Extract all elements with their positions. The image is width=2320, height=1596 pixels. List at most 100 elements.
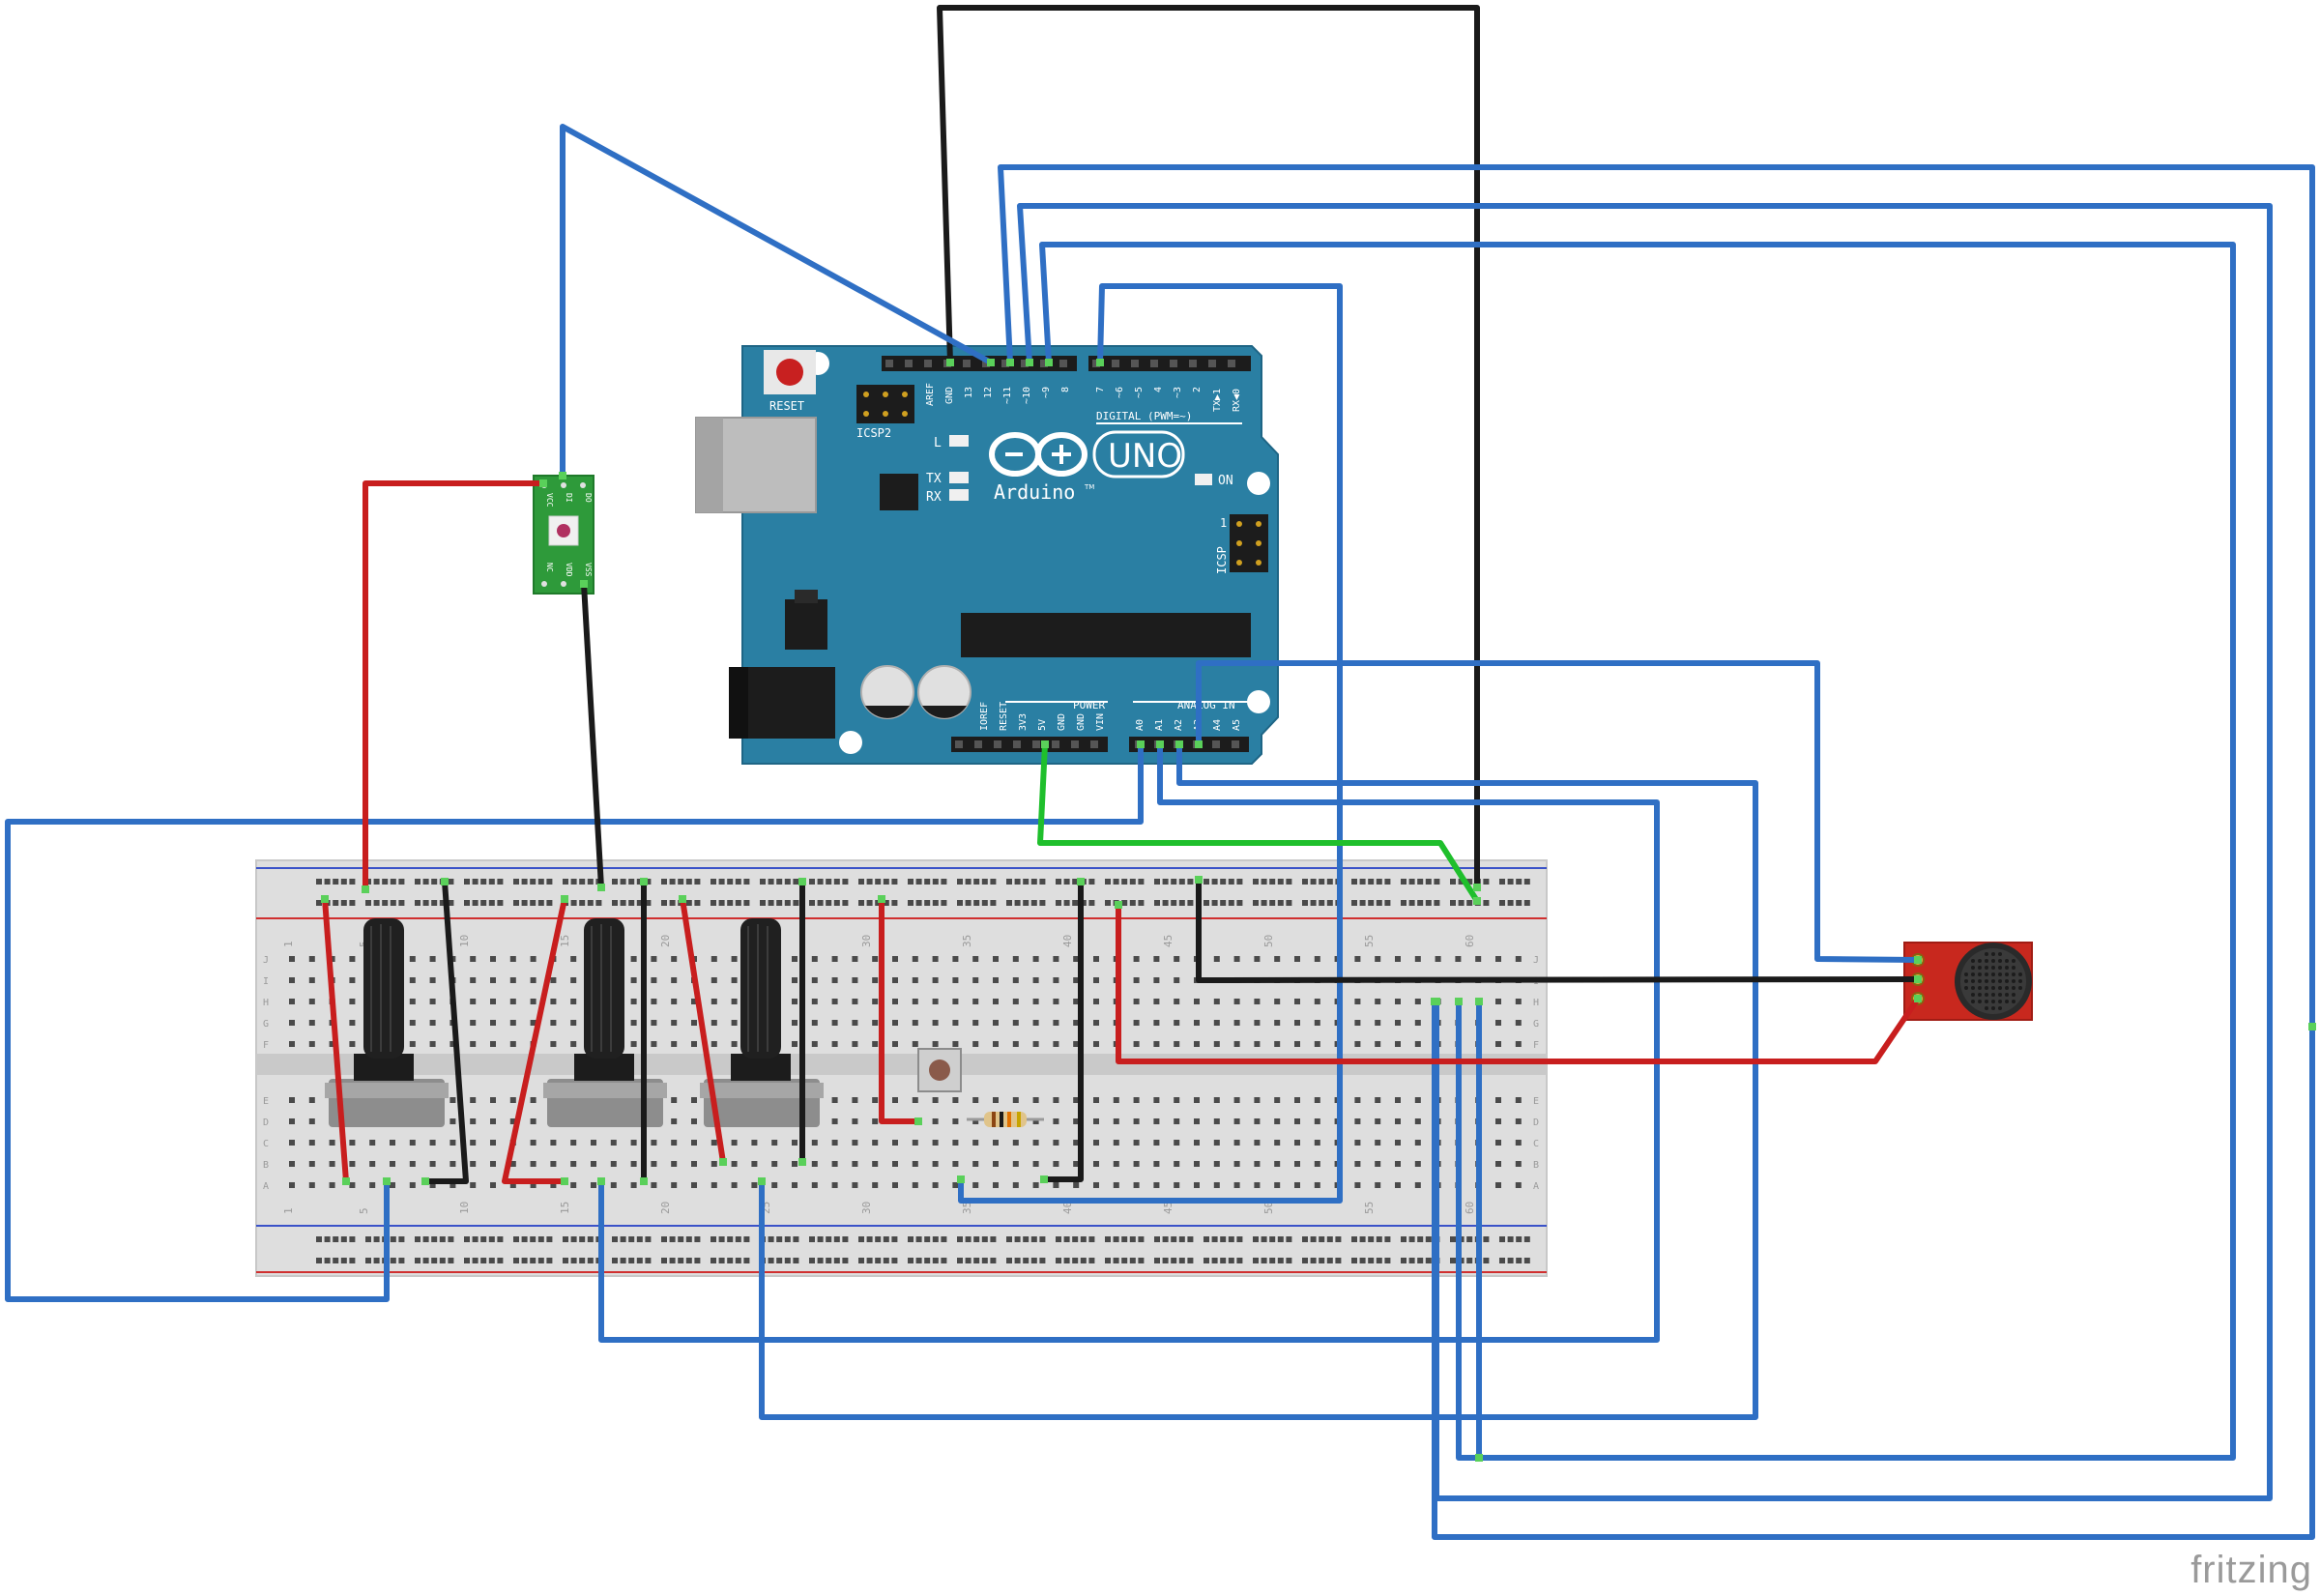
led-pin-label: DI (565, 493, 573, 503)
wire-a2[interactable] (1196, 660, 1921, 963)
column-number: 10 (458, 935, 471, 947)
logo-tm: TM (1084, 483, 1094, 491)
column-number: 50 (1262, 935, 1275, 947)
pin-label: A2 (1174, 719, 1184, 731)
microphone-module (1903, 942, 2033, 1021)
pin-label: 13 (964, 387, 974, 398)
arduino-uno: RESET ICSP2 L TX RX UNO Arduino TM (695, 345, 1279, 765)
led-pin-label: VDD (565, 563, 573, 577)
row-label: B (1533, 1160, 1539, 1171)
resistor (967, 1112, 1044, 1127)
column-number: 60 (1464, 1202, 1476, 1214)
pin-label: IOREF (979, 702, 990, 731)
pin-label: ~10 (1022, 387, 1032, 404)
column-number: 35 (961, 1202, 973, 1214)
wire-mic-vcc[interactable] (1116, 902, 1921, 1064)
pin-label: ~5 (1134, 387, 1145, 398)
column-number: 30 (860, 1202, 873, 1214)
pin-label: 3V3 (1018, 713, 1029, 731)
wire-pot1-gnd[interactable] (422, 879, 469, 1184)
row-label: G (1533, 1019, 1539, 1030)
wire-d11[interactable] (998, 164, 2315, 1030)
wire-pot2-vcc[interactable] (502, 896, 567, 1184)
column-number: 1 (282, 941, 295, 947)
pin-label: 7 (1095, 387, 1106, 392)
column-number: 10 (458, 1202, 471, 1214)
icsp-one-label: 1 (1220, 516, 1227, 530)
icsp2-header (856, 385, 914, 423)
potentiometer[interactable] (700, 918, 824, 1127)
pin-label: TX▶1 (1212, 389, 1223, 412)
atmega-chip (961, 613, 1251, 657)
wire-led-vss[interactable] (581, 581, 604, 890)
column-number: 5 (358, 1207, 370, 1214)
wire-a0[interactable] (5, 741, 1144, 1302)
wire-led-vcc[interactable] (362, 480, 546, 892)
row-label: F (263, 1040, 269, 1051)
icsp2-label: ICSP2 (856, 426, 891, 440)
row-label: E (1533, 1096, 1539, 1107)
column-number: 20 (659, 935, 672, 947)
power-header-label: POWER (1073, 699, 1105, 711)
row-label: A (263, 1181, 269, 1192)
wire-d7[interactable] (958, 283, 1343, 1204)
column-number: 60 (1464, 935, 1476, 947)
column-number: 50 (1262, 1202, 1275, 1214)
column-number: 40 (1061, 935, 1074, 947)
rgb-led-module: VCC DI DO NC VDD VSS (533, 475, 594, 595)
wire-a1[interactable] (598, 741, 1660, 1343)
column-number: 15 (559, 1202, 571, 1214)
row-label: D (263, 1117, 269, 1128)
row-label: E (263, 1096, 269, 1107)
wire-d12[interactable] (560, 124, 994, 479)
digital-header-label: DIGITAL (PWM=~) (1096, 410, 1192, 422)
wire-a2-pot[interactable] (759, 741, 1758, 1420)
column-number: 1 (282, 1207, 295, 1214)
led-pin-label: VSS (584, 563, 593, 577)
wire-pot3-vcc[interactable] (680, 896, 726, 1165)
wire-gnd[interactable] (937, 5, 1480, 890)
row-label: F (1533, 1040, 1539, 1051)
row-label: A (1533, 1181, 1539, 1192)
icsp-label: ICSP (1215, 546, 1229, 574)
row-label: H (1533, 998, 1539, 1008)
led-pin-label: VCC (545, 493, 554, 508)
arduino-logo: UNO Arduino TM (989, 430, 1185, 504)
column-number: 55 (1363, 1202, 1376, 1214)
wire-mic-gnd[interactable] (1196, 877, 1921, 983)
icsp-header (1230, 514, 1268, 572)
led-on-label: ON (1218, 474, 1233, 488)
pin-label: RX◀0 (1232, 389, 1242, 412)
wire-pot1-vcc[interactable] (322, 896, 349, 1184)
logo-brand: Arduino (994, 480, 1075, 504)
potentiometer[interactable] (325, 918, 449, 1127)
power-header (951, 737, 1108, 752)
wire-button-vcc[interactable] (879, 896, 921, 1124)
led-pin-label: DO (584, 493, 593, 503)
row-label: J (263, 955, 269, 966)
wire-d11-return[interactable] (1432, 999, 2315, 1540)
breadboard: J I H G F E D C B A J I H G F E D C B A … (255, 859, 1548, 1277)
wire-d9[interactable] (1039, 242, 2236, 1461)
pin-label: A1 (1154, 719, 1165, 731)
pin-label: ~11 (1002, 387, 1013, 404)
wire-resistor-gnd[interactable] (1041, 879, 1084, 1182)
pin-label: A4 (1212, 719, 1223, 731)
analog-header-label: ANALOG IN (1177, 699, 1235, 711)
column-number: 45 (1162, 935, 1174, 947)
pushbutton[interactable] (917, 1048, 962, 1092)
row-label: G (263, 1019, 269, 1030)
column-number: 40 (1061, 1202, 1074, 1214)
pin-label: 4 (1153, 387, 1164, 392)
pin-label: AREF (925, 383, 936, 406)
column-number: 20 (659, 1202, 672, 1214)
row-label: D (1533, 1117, 1539, 1128)
wire-5v[interactable] (1037, 741, 1480, 904)
potentiometer[interactable] (543, 918, 667, 1127)
led-tx-label: TX (926, 472, 942, 486)
breadboard-holes (289, 879, 1530, 1263)
led-pin-label: NC (545, 563, 554, 572)
pin-label: 8 (1060, 387, 1071, 392)
reset-button[interactable] (764, 350, 816, 394)
